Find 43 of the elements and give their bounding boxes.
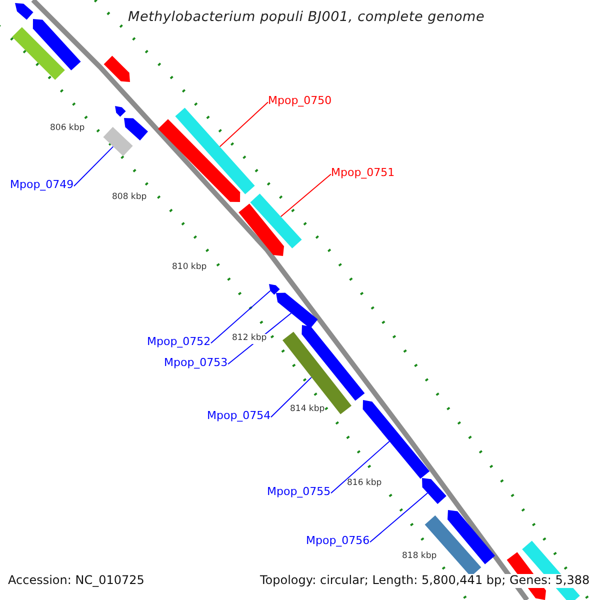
title: Methylobacterium populi BJ001, complete genome bbox=[128, 10, 485, 26]
leader-line bbox=[280, 174, 332, 218]
gene-feature bbox=[124, 118, 148, 140]
gene-feature bbox=[276, 292, 318, 329]
gene-label: Mpop_0749 bbox=[10, 179, 74, 192]
gene-feature bbox=[103, 126, 133, 156]
gene-feature bbox=[269, 284, 280, 295]
gene-feature bbox=[15, 3, 34, 20]
gene-label: Mpop_0750 bbox=[268, 95, 332, 108]
gene-label: Mpop_0756 bbox=[306, 535, 370, 548]
gene-label: Mpop_0753 bbox=[164, 357, 228, 370]
genome-info-text: Topology: circular; Length: 5,800,441 bp; Genes: 5,388 bbox=[260, 574, 590, 588]
gene-feature bbox=[422, 478, 446, 504]
gene-feature bbox=[448, 510, 495, 564]
leader-line bbox=[370, 492, 428, 543]
gene-feature bbox=[175, 108, 255, 194]
scale-label: 808 kbp bbox=[112, 193, 147, 203]
gene-label: Mpop_0751 bbox=[331, 167, 395, 180]
gene-feature bbox=[250, 194, 302, 248]
scale-label: 810 kbp bbox=[172, 263, 207, 273]
gene-feature bbox=[362, 400, 430, 479]
gene-feature bbox=[12, 27, 65, 80]
gene-feature bbox=[115, 106, 126, 117]
gene-feature bbox=[104, 56, 130, 82]
gene-feature bbox=[158, 119, 240, 202]
gene-feature bbox=[282, 332, 352, 414]
leader-line bbox=[219, 102, 268, 148]
scale-label: 816 kbp bbox=[347, 479, 382, 489]
gene-label: Mpop_0752 bbox=[147, 336, 211, 349]
scale-label: 818 kbp bbox=[402, 552, 437, 562]
gene-feature bbox=[302, 325, 365, 401]
gene-feature bbox=[32, 19, 81, 70]
leader-line bbox=[330, 440, 390, 494]
accession-text: Accession: NC_010725 bbox=[8, 574, 144, 588]
gene-label: Mpop_0755 bbox=[267, 486, 331, 499]
leader-line bbox=[210, 290, 271, 344]
scale-label: 812 kbp bbox=[232, 334, 267, 344]
leader-line bbox=[270, 376, 312, 418]
leader-line bbox=[74, 146, 114, 187]
scale-label: 814 kbp bbox=[290, 405, 325, 415]
scale-label: 806 kbp bbox=[50, 124, 85, 134]
gene-label: Mpop_0754 bbox=[207, 410, 271, 423]
gene-feature bbox=[238, 204, 284, 256]
